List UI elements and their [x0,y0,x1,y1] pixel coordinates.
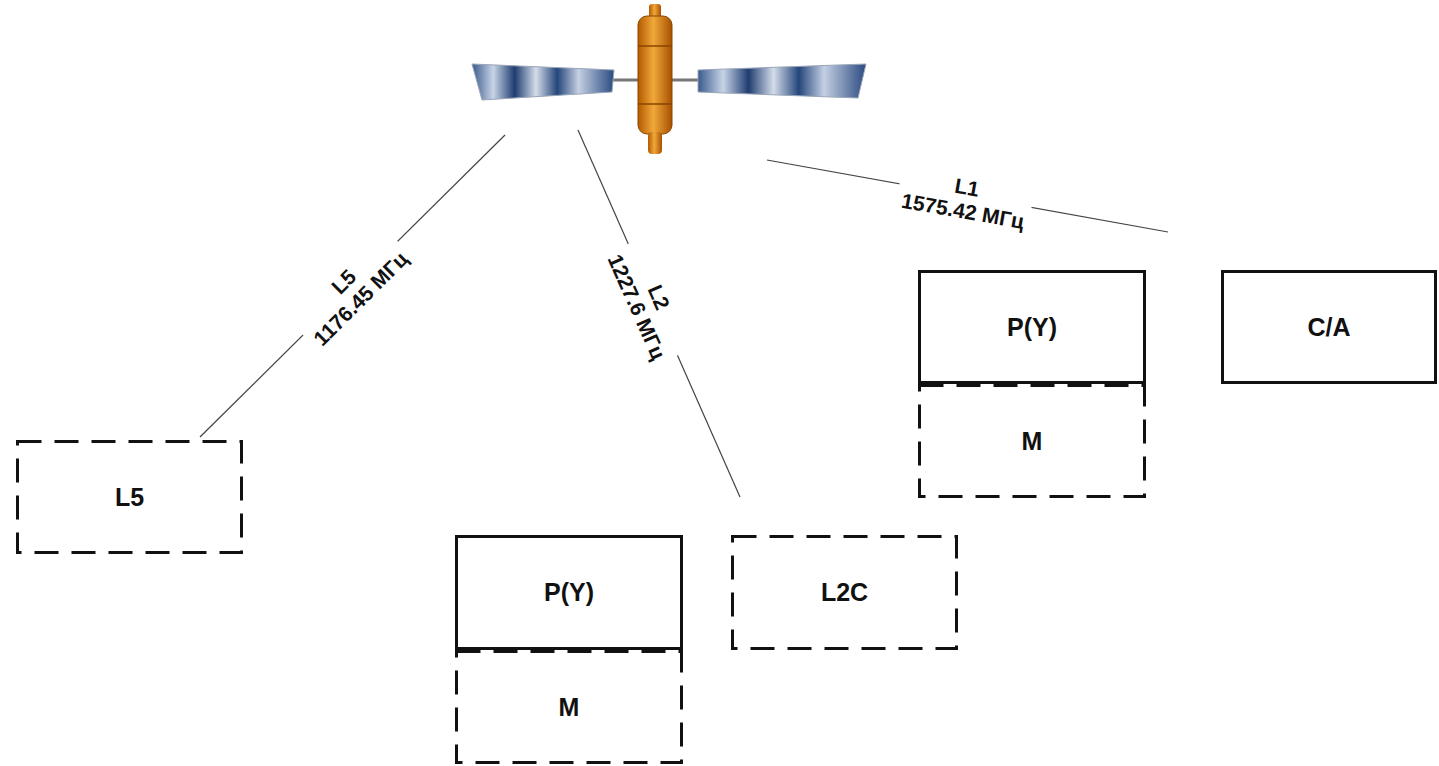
satellite-nozzle [648,132,662,154]
signal-name: L5 [107,479,152,516]
box-border [920,272,1145,383]
signal-name: P(Y) [536,574,602,611]
box-border [1223,272,1436,383]
box-border [920,386,1145,497]
l5-signal-line [200,135,505,437]
dashed-signal-box: L5 [16,440,243,554]
band-label: 1176.45 МГц [309,247,413,351]
signal-box: P(Y) [918,270,1146,384]
frequency-label: L21227.6 МГц [601,236,696,368]
signal-box: C/A [1221,270,1437,384]
dashed-signal-box: M [918,384,1146,498]
signal-box: P(Y) [455,535,683,650]
body-ring [638,45,672,47]
solar-panel [472,64,614,100]
signal-name: P(Y) [999,309,1065,346]
box-border [18,442,242,553]
box-border [457,652,682,763]
signal-name: L2C [813,574,876,611]
l1-signal-line [767,160,1168,232]
frequency-label: L51176.45 МГц [288,226,417,355]
signal-name: C/A [1299,309,1358,346]
signal-name: M [1014,423,1051,460]
box-border [457,537,682,649]
satellite [472,4,866,154]
l2-signal-line [578,130,740,497]
leader-lines [200,130,1168,497]
solar-panel [698,64,866,98]
signal-name: M [551,689,588,726]
box-border [733,537,957,649]
dashed-signal-box: L2C [731,535,958,650]
dashed-signal-box: M [455,650,683,764]
body-ring [638,103,672,105]
satellite-body [638,16,672,134]
frequency-label: L11575.42 МГц [895,163,1036,235]
